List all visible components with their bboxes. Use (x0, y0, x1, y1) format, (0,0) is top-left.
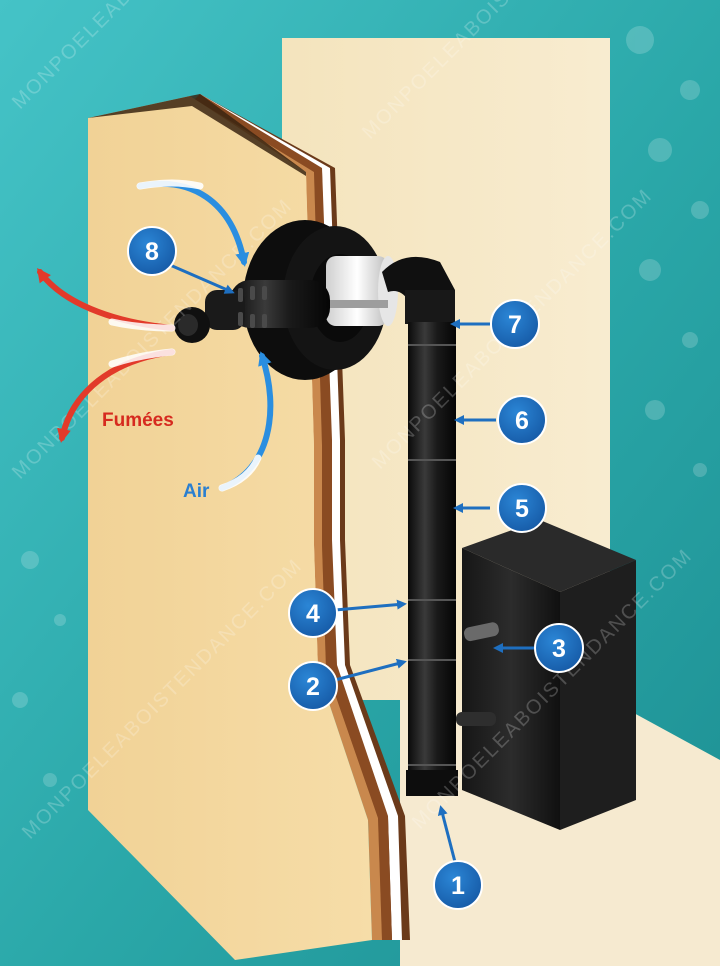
horizontal-terminal (174, 280, 330, 343)
vertical-flue-pipe (382, 256, 458, 796)
callout-2: 2 (288, 661, 338, 711)
callout-1: 1 (433, 860, 483, 910)
air-arrows (136, 179, 274, 492)
callout-8: 8 (127, 226, 177, 276)
callout-6-label: 6 (515, 407, 529, 435)
callout-3-label: 3 (552, 635, 566, 663)
white-collar (326, 256, 398, 326)
callout-6: 6 (497, 395, 547, 445)
callout-5-label: 5 (515, 495, 529, 523)
callout-leaders (169, 263, 534, 863)
background-dots (12, 26, 709, 787)
stove (456, 520, 636, 830)
callout-8-label: 8 (145, 238, 159, 266)
callout-2-label: 2 (306, 673, 320, 701)
callout-4: 4 (288, 588, 338, 638)
air-label: Air (183, 481, 210, 502)
wall-edge-layers (190, 94, 410, 940)
callout-3: 3 (534, 623, 584, 673)
callout-7-label: 7 (508, 311, 522, 339)
callout-1-label: 1 (451, 872, 465, 900)
fumees-arrows (37, 267, 176, 443)
fumees-label: Fumées (102, 410, 174, 431)
callout-4-label: 4 (306, 600, 320, 628)
callout-7: 7 (490, 299, 540, 349)
callout-5: 5 (497, 483, 547, 533)
